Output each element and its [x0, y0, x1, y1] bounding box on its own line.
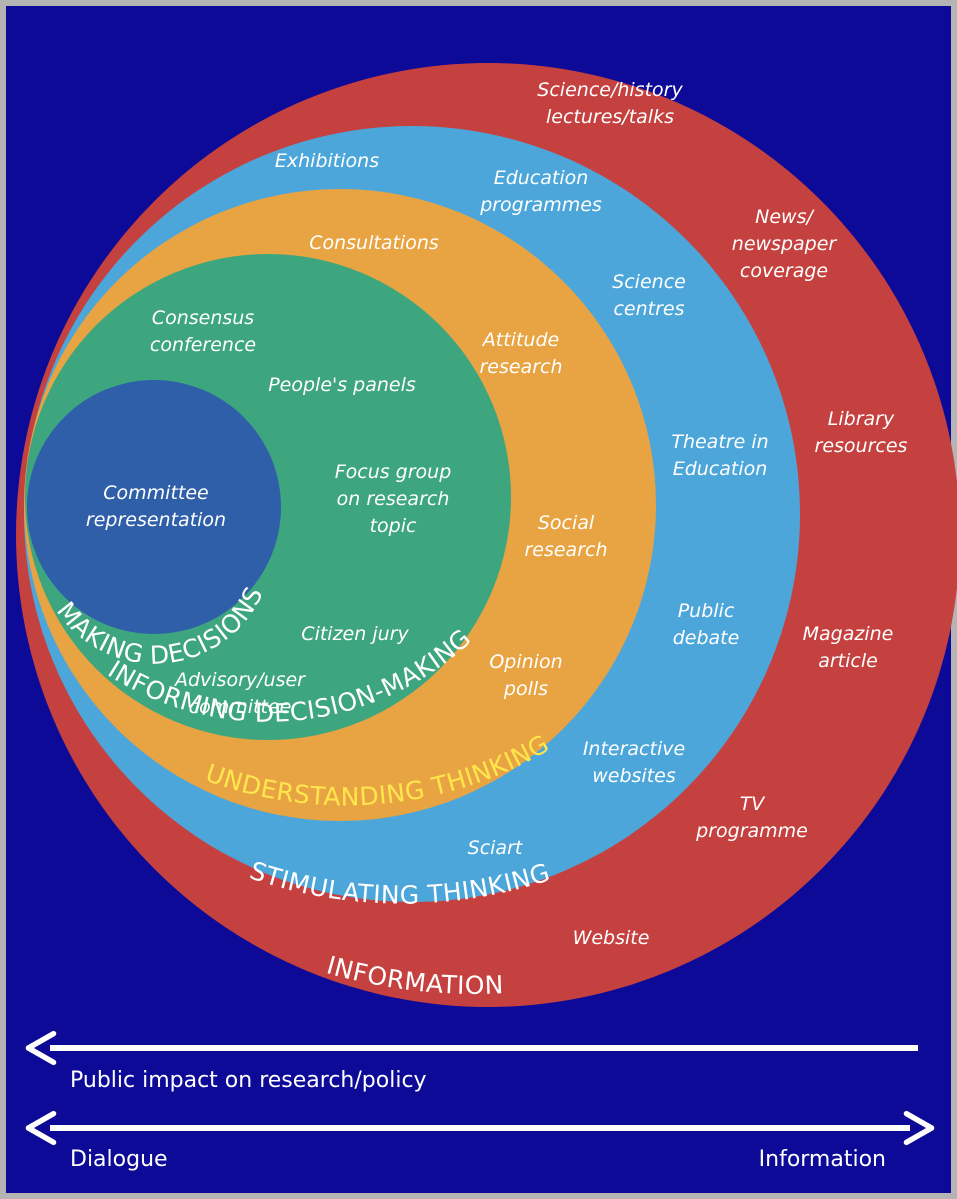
item-focus-group: Focus group on research topic [335, 461, 452, 537]
item-social-research: Social research [524, 512, 607, 561]
item-consultations: Consultations [309, 232, 439, 254]
item-line: programme [695, 820, 808, 842]
item-line: newspaper [732, 233, 838, 255]
item-magazine-article: Magazine article [803, 623, 894, 672]
item-line: lectures/talks [546, 106, 674, 128]
item-line: resources [815, 435, 908, 457]
item-line: Committee [103, 482, 208, 504]
item-line: Citizen jury [301, 623, 409, 645]
public-impact-label: Public impact on research/policy [70, 1068, 427, 1093]
item-line: article [818, 650, 878, 672]
item-line: Social [538, 512, 595, 534]
information-axis-label: Information [759, 1147, 886, 1172]
item-interactive-websites: Interactive websites [583, 738, 685, 787]
dialogue-label: Dialogue [70, 1147, 168, 1172]
item-tv-programme: TV programme [695, 793, 808, 842]
item-line: Interactive [583, 738, 685, 760]
item-line: centres [613, 298, 684, 320]
item-line: Focus group [335, 461, 452, 483]
item-opinion-polls: Opinion polls [489, 651, 562, 700]
item-line: on research [337, 488, 450, 510]
item-consensus-conference: Consensus conference [150, 307, 256, 356]
item-committee-representation: Committee representation [86, 482, 226, 531]
item-line: Public [678, 600, 735, 622]
item-line: TV [740, 793, 767, 815]
item-library-resources: Library resources [815, 408, 908, 457]
item-line: Science/history [537, 79, 683, 101]
item-line: Consultations [309, 232, 439, 254]
item-citizen-jury: Citizen jury [301, 623, 409, 645]
item-line: research [479, 356, 562, 378]
item-line: debate [673, 627, 740, 649]
item-line: Consensus [152, 307, 255, 329]
item-line: News/ [755, 206, 815, 228]
item-line: representation [86, 509, 226, 531]
item-sciart: Sciart [468, 837, 524, 859]
item-line: Library [828, 408, 895, 430]
item-line: Magazine [803, 623, 894, 645]
item-science-history-lectures: Science/history lectures/talks [537, 79, 683, 128]
item-peoples-panels: People's panels [268, 374, 416, 396]
item-public-debate: Public debate [673, 600, 740, 649]
item-line: Education [673, 458, 768, 480]
item-line: Opinion [489, 651, 562, 673]
item-line: Exhibitions [275, 150, 379, 172]
item-line: Attitude [481, 329, 559, 351]
item-line: programmes [479, 194, 602, 216]
item-line: Theatre in [671, 431, 768, 453]
item-news-coverage: News/newspaper coverage [732, 206, 838, 282]
item-attitude-research: Attitude research [479, 329, 562, 378]
item-line: websites [592, 765, 676, 787]
item-advisory-committee: Advisory/user committee [173, 669, 306, 718]
item-line: Website [573, 927, 650, 949]
item-line: Advisory/user [173, 669, 306, 691]
item-theatre-in-education: Theatre in Education [671, 431, 768, 480]
item-line: Science [612, 271, 686, 293]
item-line: conference [150, 334, 256, 356]
item-line: polls [503, 678, 548, 700]
item-line: coverage [740, 260, 828, 282]
item-education-programmes: Education programmes [479, 167, 602, 216]
engagement-items: Science/history lectures/talks News/newsp… [86, 79, 908, 949]
making-decisions-circle [27, 380, 281, 634]
item-line: topic [370, 515, 417, 537]
item-website: Website [573, 927, 650, 949]
item-line: Sciart [468, 837, 524, 859]
item-exhibitions: Exhibitions [275, 150, 379, 172]
item-line: Education [494, 167, 589, 189]
item-line: research [524, 539, 607, 561]
item-line: People's panels [268, 374, 416, 396]
item-science-centres: Science centres [612, 271, 686, 320]
item-line: committee [189, 696, 292, 718]
